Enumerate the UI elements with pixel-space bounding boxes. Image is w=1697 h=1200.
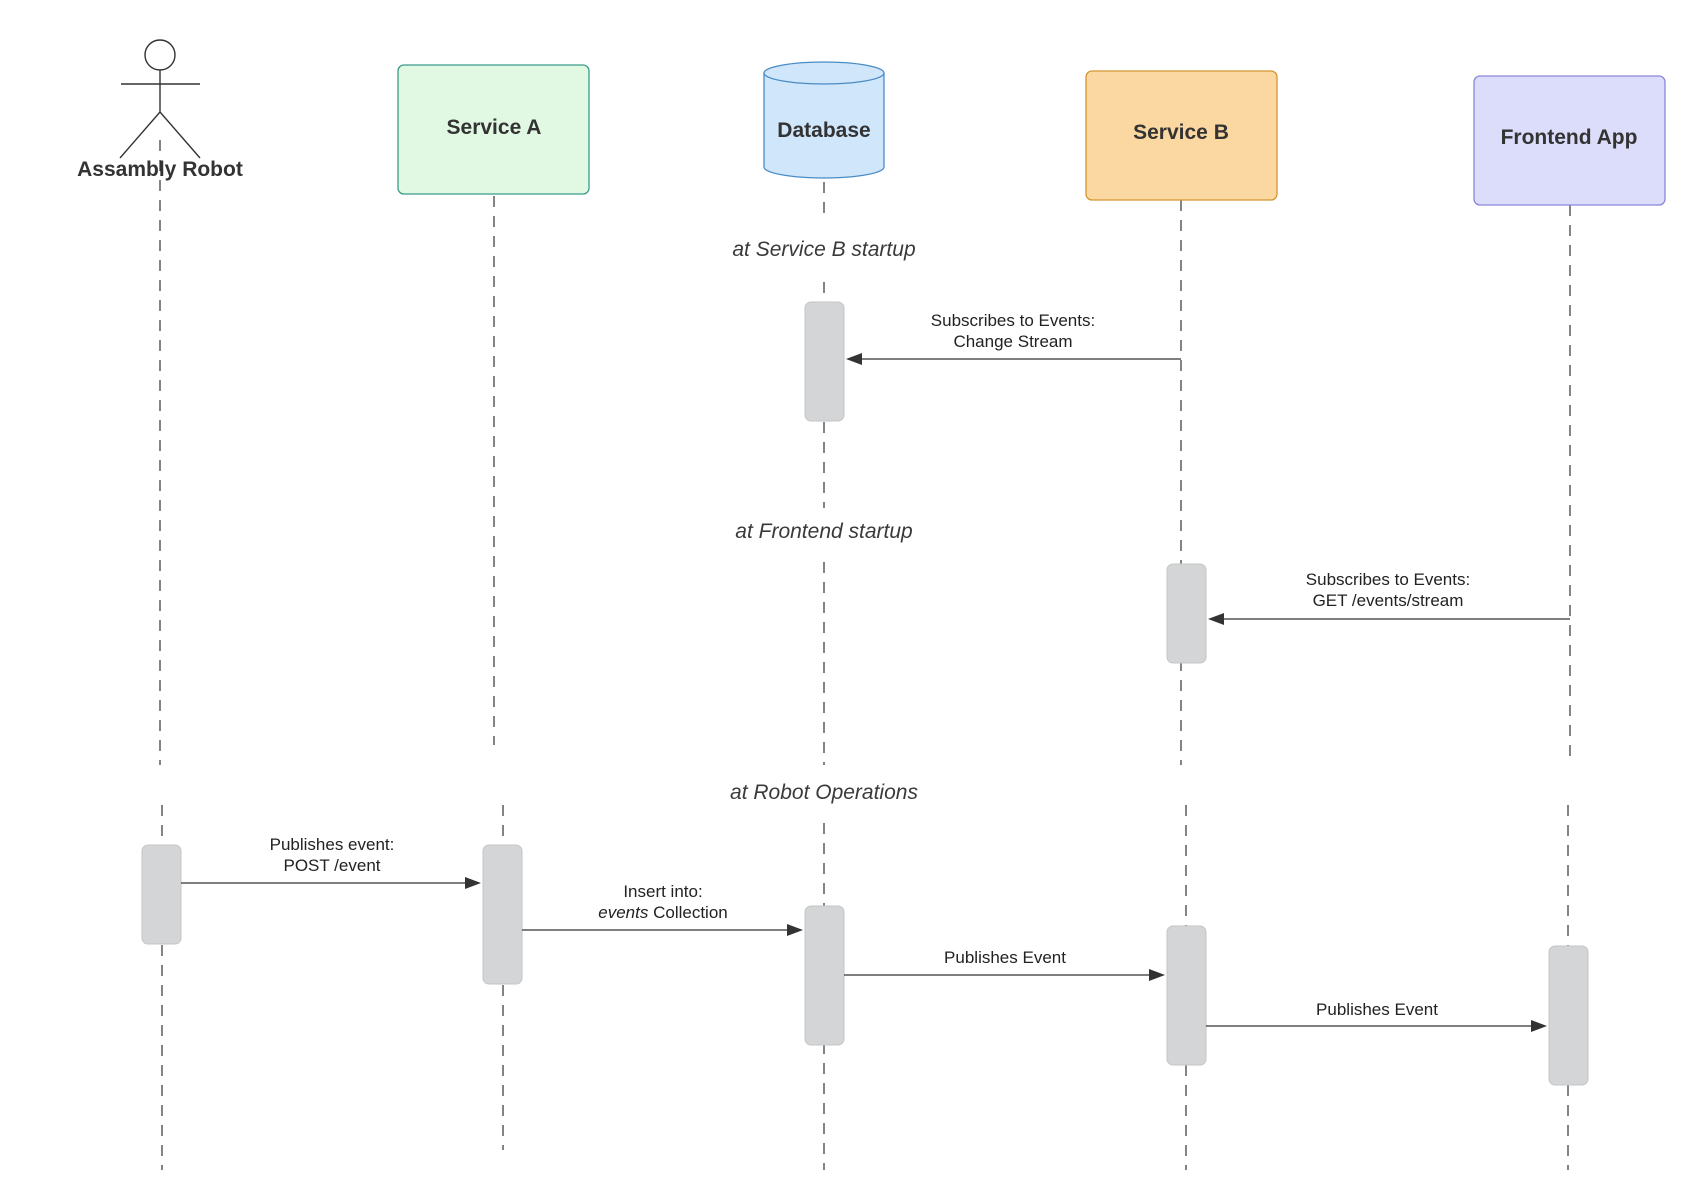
arrowhead-right-icon [1531,1020,1547,1032]
actor-label-robot: Assambly Robot [77,158,243,181]
service-a-box [398,65,589,194]
frontend-box-border [1473,75,1666,206]
actor-assambly-robot: Assambly Robot [77,39,243,181]
message-label-line2: Change Stream [953,332,1072,351]
message-label-line1: Insert into: [623,882,702,901]
message-label-line2: GET /events/stream [1313,591,1464,610]
section-label-frontend-startup: at Frontend startup [735,520,912,543]
participant-service-a: Service A [397,64,590,195]
activation-service-b-ops [1166,925,1207,1066]
database-cylinder-top-border [763,61,885,85]
message-label-line1: Subscribes to Events: [931,311,1095,330]
participant-database: Database [763,61,885,179]
database-cylinder-body [764,73,884,178]
message-insert-events: Insert into: events Collection [522,882,803,936]
database-cylinder-top [764,62,884,84]
service-a-box-border [397,64,590,195]
section-label-service-b-startup: at Service B startup [732,238,915,261]
database-cylinder-outline [763,73,885,179]
service-b-label: Service B [1133,121,1229,144]
participant-service-b: Service B [1085,70,1278,201]
message-publish-event-db-to-b: Publishes Event [844,948,1165,981]
service-a-label: Service A [447,116,542,139]
service-b-box-border [1085,70,1278,201]
service-b-box [1086,71,1277,200]
activation-frontend-ops [1548,945,1589,1086]
message-label-line1: Subscribes to Events: [1306,570,1470,589]
arrowhead-right-icon [1149,969,1165,981]
message-label-line1: Publishes event: [270,835,395,854]
message-publish-post-event: Publishes event: POST /event [181,835,481,889]
activation-database-startup [804,301,845,422]
message-publish-event-b-to-frontend: Publishes Event [1206,1000,1547,1032]
participant-frontend-app: Frontend App [1473,75,1666,206]
message-label-line1: Publishes Event [944,948,1066,967]
message-label-italic-part: events [598,903,649,922]
frontend-label: Frontend App [1501,126,1638,149]
arrowhead-right-icon [465,877,481,889]
message-subscribe-change-stream: Subscribes to Events: Change Stream [846,311,1181,365]
activation-database-ops [804,905,845,1046]
message-label-line1: Publishes Event [1316,1000,1438,1019]
message-label-line2: POST /event [283,856,380,875]
arrowhead-right-icon [787,924,803,936]
stick-figure-icon [119,39,201,159]
message-label-rest-part: Collection [648,903,727,922]
section-label-robot-operations: at Robot Operations [730,781,918,804]
arrowhead-left-icon [1208,613,1224,625]
activation-robot [141,844,182,945]
message-label-line2: events Collection [598,903,727,922]
activation-service-b-frontend-startup [1166,563,1207,664]
database-cylinder-icon [763,61,885,179]
database-label: Database [777,119,870,142]
frontend-box [1474,76,1665,205]
activation-service-a [482,844,523,985]
arrowhead-left-icon [846,353,862,365]
message-subscribe-get-stream: Subscribes to Events: GET /events/stream [1208,570,1570,625]
